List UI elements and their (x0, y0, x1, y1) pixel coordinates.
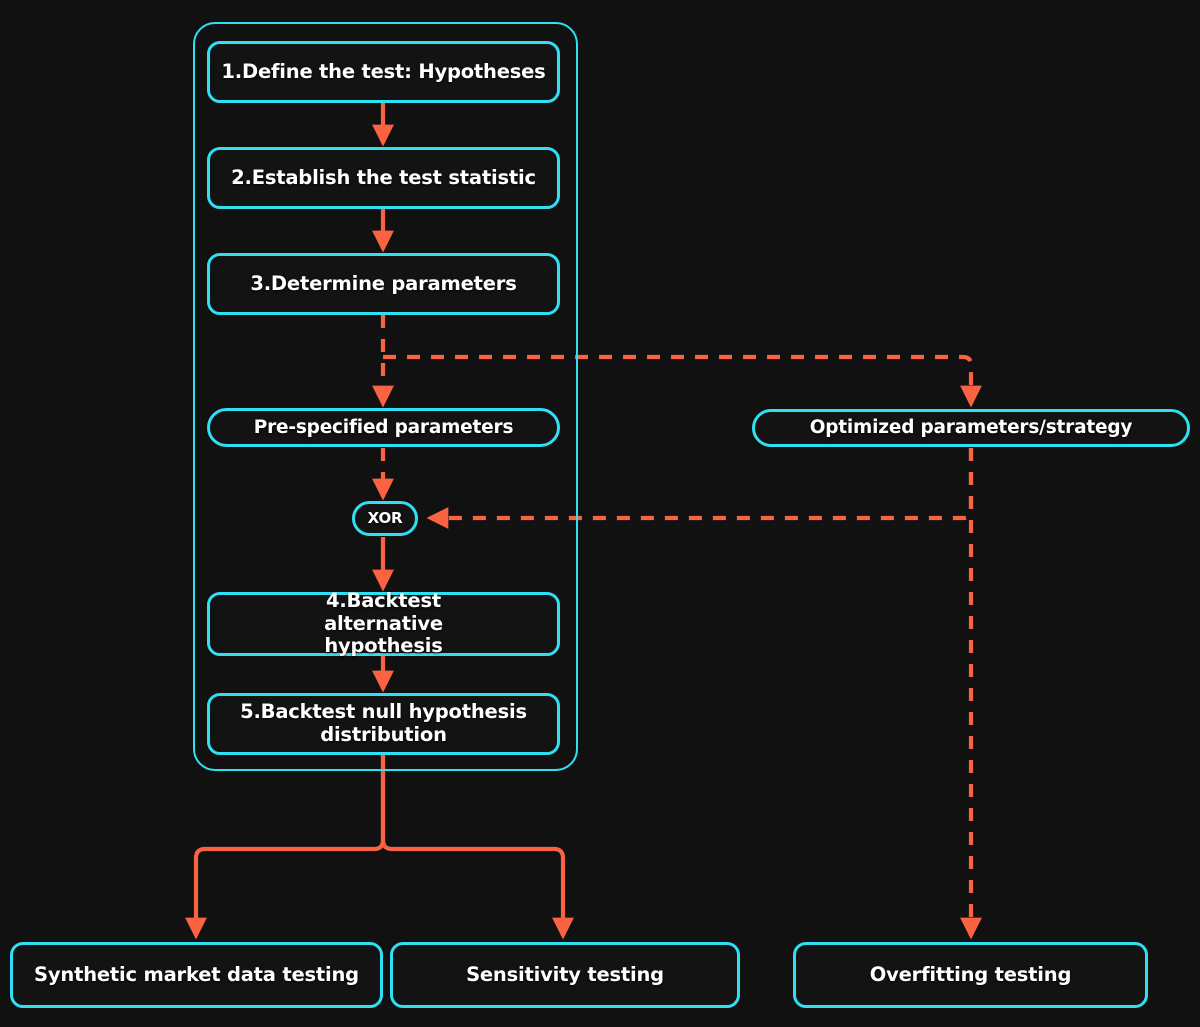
node-label: Sensitivity testing (466, 962, 664, 986)
node-optimized-parameters-strategy[interactable]: Optimized parameters/strategy (752, 409, 1190, 447)
node-step-2-establish-test-statistic[interactable]: 2.Establish the test statistic (207, 147, 560, 209)
node-step-5-backtest-null-hypothesis-distribution[interactable]: 5.Backtest null hypothesis distribution (207, 693, 560, 755)
node-synthetic-market-data-testing[interactable]: Synthetic market data testing (10, 942, 383, 1008)
node-label: 2.Establish the test statistic (231, 165, 536, 189)
edge-step3-to-optimized (383, 354, 982, 408)
node-label: Overfitting testing (869, 962, 1072, 986)
node-pre-specified-parameters[interactable]: Pre-specified parameters (207, 408, 560, 447)
node-label: 4.Backtest alternative hypothesis (324, 589, 443, 658)
node-overfitting-testing[interactable]: Overfitting testing (793, 942, 1148, 1008)
node-label: Optimized parameters/strategy (809, 417, 1133, 439)
node-label: 5.Backtest null hypothesis distribution (240, 700, 527, 746)
node-label: Synthetic market data testing (34, 962, 359, 986)
node-label: 1.Define the test: Hypotheses (221, 59, 546, 83)
node-step-3-determine-parameters[interactable]: 3.Determine parameters (207, 253, 560, 315)
node-sensitivity-testing[interactable]: Sensitivity testing (390, 942, 740, 1008)
node-step-1-define-the-test[interactable]: 1.Define the test: Hypotheses (207, 41, 560, 103)
node-label: 3.Determine parameters (250, 271, 517, 295)
edge-step5-to-sensitivity (380, 755, 574, 940)
node-step-4-backtest-alternative-hypothesis[interactable]: 4.Backtest alternative hypothesis (207, 589, 560, 658)
node-label: XOR (367, 508, 403, 527)
node-label: Pre-specified parameters (253, 416, 514, 438)
node-xor-gate[interactable]: XOR (352, 501, 418, 536)
edge-optimized-to-xor (426, 448, 974, 529)
hypothesis-test-group (193, 22, 578, 771)
